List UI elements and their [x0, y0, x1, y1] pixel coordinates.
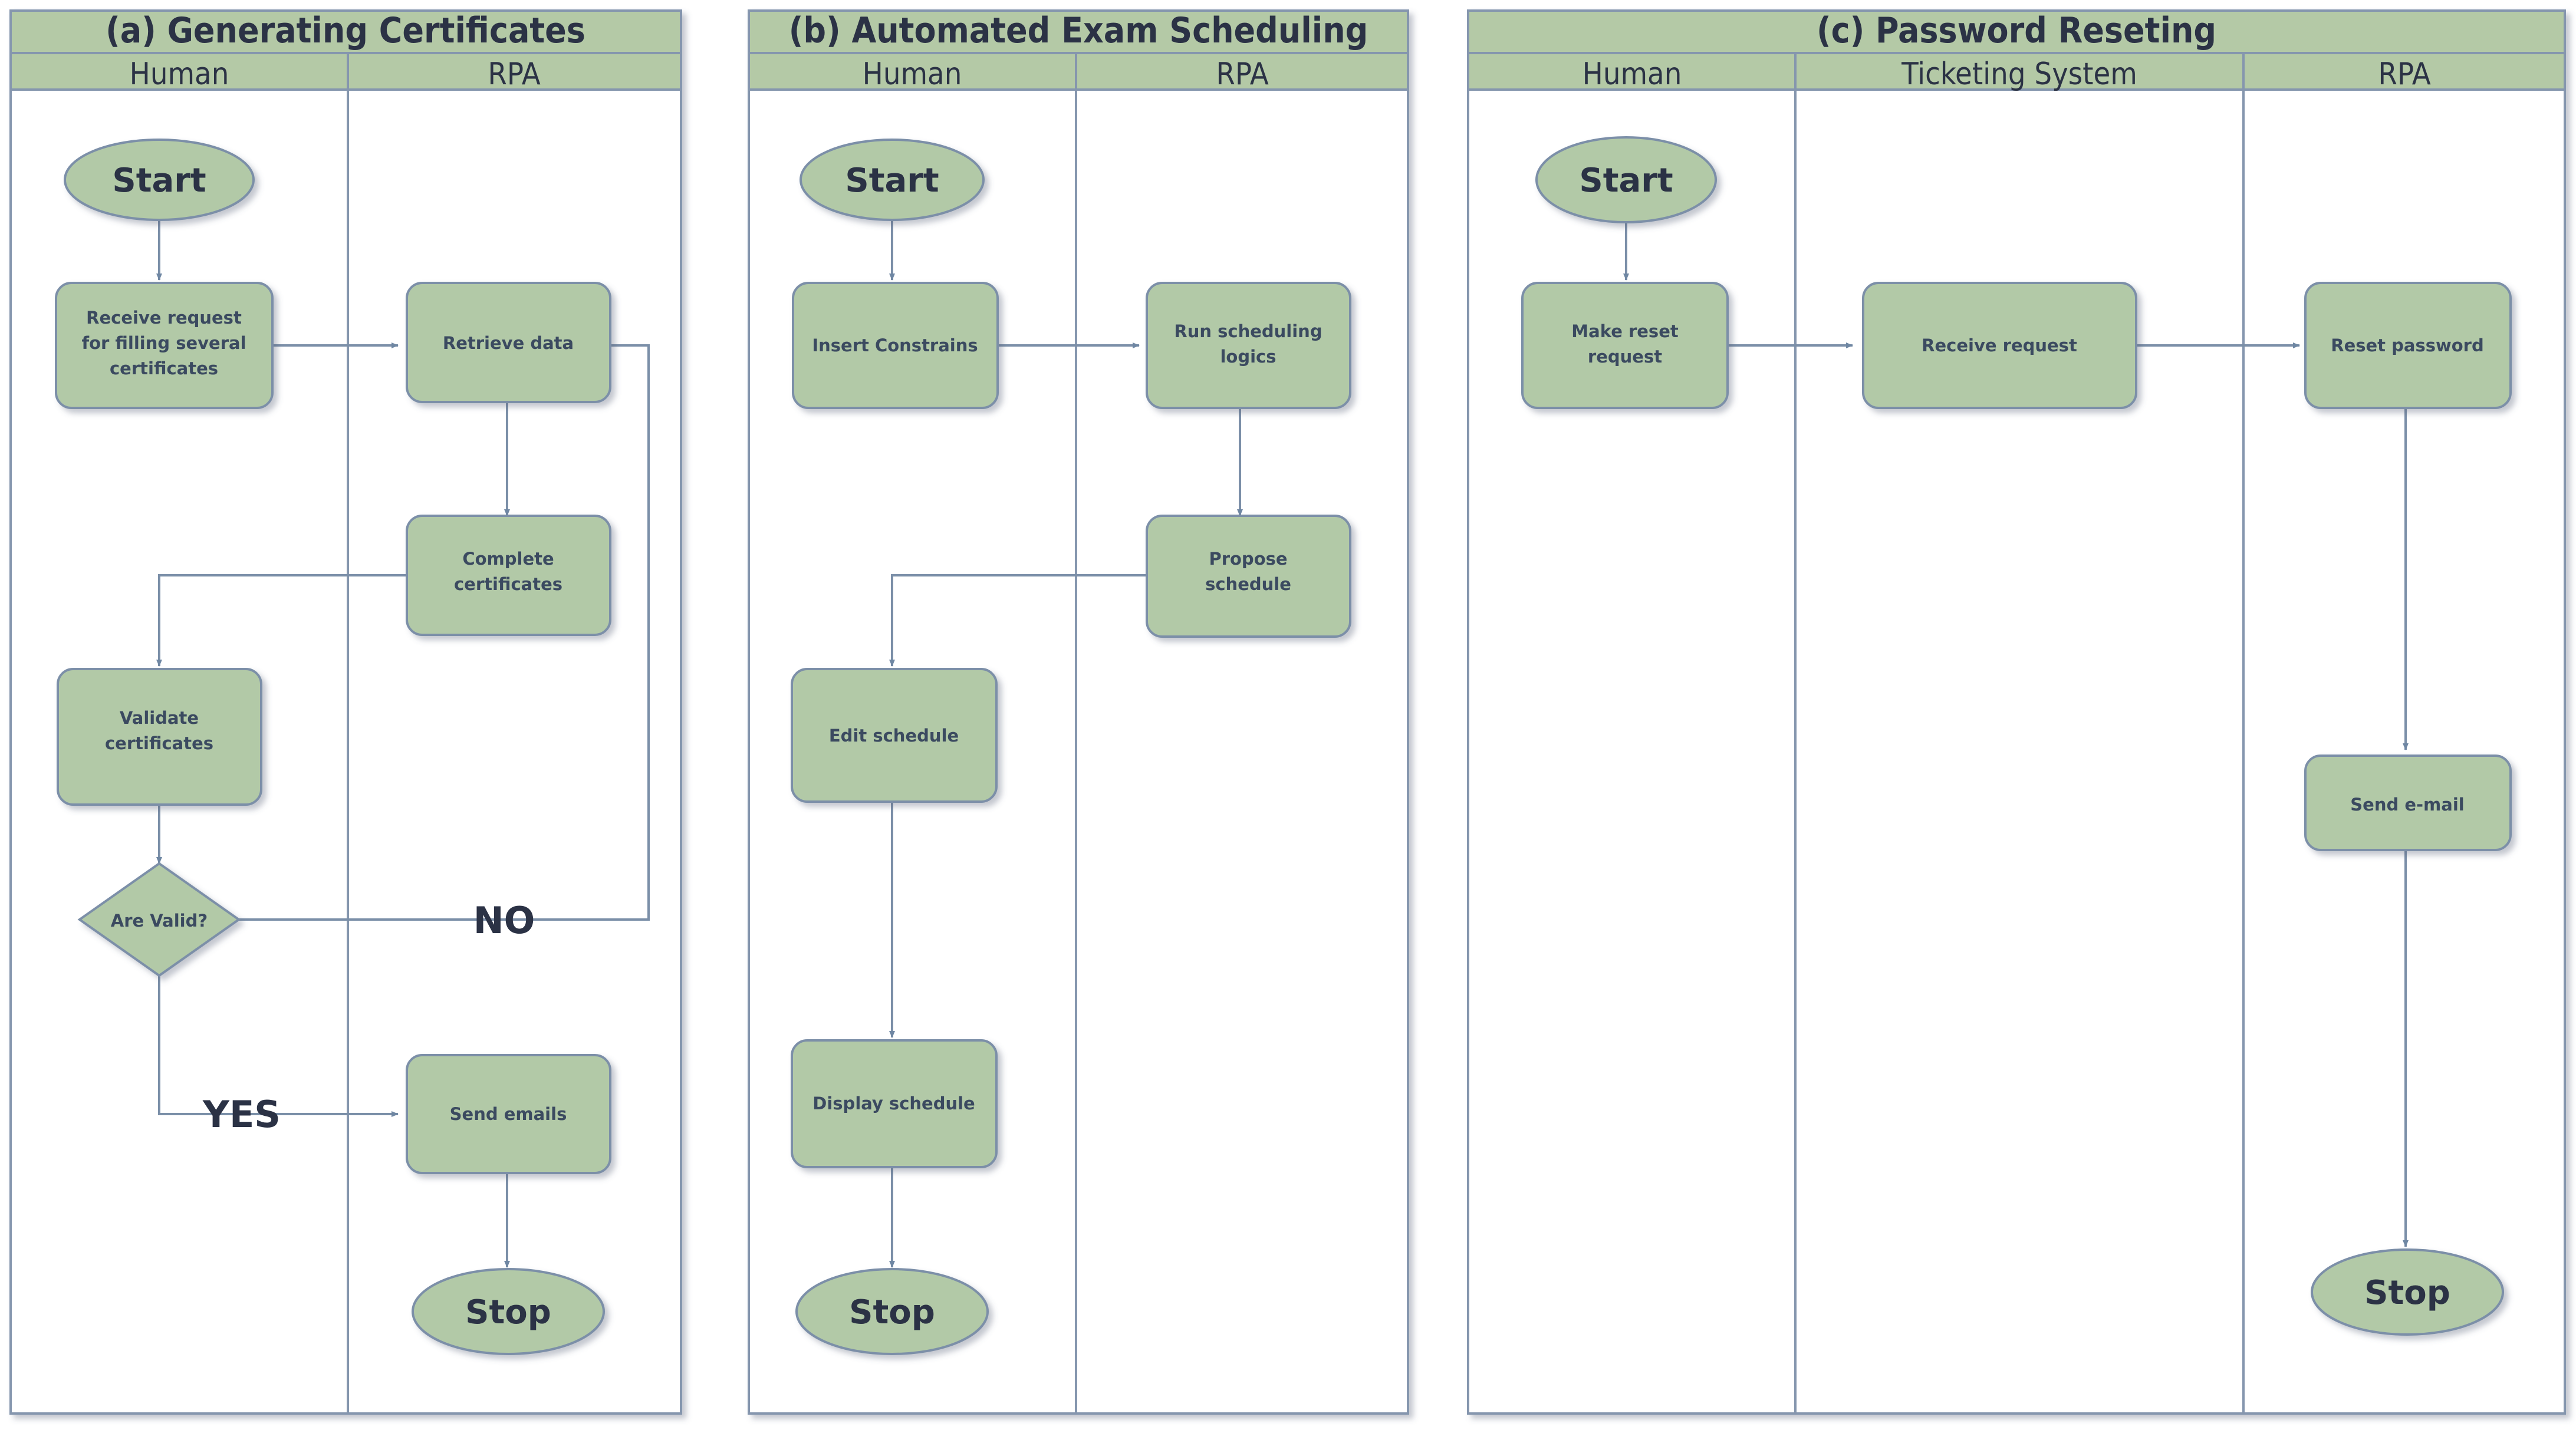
node-b-stop-label: Stop [849, 1293, 935, 1332]
node-b-stop[interactable] [795, 1268, 989, 1355]
node-b-propose[interactable] [1146, 515, 1351, 638]
node-a-receive-line2: for filling several [81, 333, 246, 353]
edge-arevalid-no-retrieve [206, 342, 650, 921]
panel-a-title-band [9, 9, 682, 54]
node-c-make-line2: request [1588, 347, 1662, 367]
node-a-retrieve[interactable] [406, 282, 611, 403]
node-a-validate-line2: certificates [105, 733, 213, 753]
node-b-display[interactable] [791, 1039, 998, 1168]
node-a-stop[interactable] [412, 1268, 605, 1355]
node-c-make[interactable] [1521, 282, 1729, 409]
panel-b-lane-band [748, 52, 1409, 91]
node-b-propose-line1: Propose [1209, 549, 1287, 569]
node-b-display-label: Display schedule [812, 1093, 975, 1113]
panel-c-title: (c) Password Reseting [1817, 10, 2216, 51]
node-c-make-line1: Make reset [1571, 321, 1679, 341]
node-b-insert-label: Insert Constrains [812, 335, 978, 355]
node-b-insert[interactable] [792, 282, 999, 409]
node-b-propose-line2: schedule [1205, 574, 1291, 594]
panel-b-lane-rpa-label: RPA [1216, 57, 1268, 92]
node-b-run-line2: logics [1220, 347, 1276, 367]
panel-b-lane-human-label: Human [863, 57, 962, 92]
node-b-edit[interactable] [791, 668, 998, 803]
panel-a-nodes: Start Receive request for filling severa… [55, 139, 611, 1355]
edge-arevalid-yes-sendemails [158, 976, 399, 1117]
node-a-complete-line1: Complete [462, 549, 554, 569]
panel-c-nodes: Start Make reset request Receive request… [1521, 136, 2512, 1336]
node-b-start[interactable] [800, 139, 985, 221]
node-a-arevalid-label: Are Valid? [111, 911, 208, 931]
panel-a-lane-band [9, 52, 682, 91]
node-a-sendemails[interactable] [406, 1054, 611, 1174]
node-c-stop[interactable] [2311, 1248, 2504, 1336]
node-b-run-line1: Run scheduling [1174, 321, 1322, 341]
edge-complete-validate [156, 574, 407, 667]
panel-a-lane-rpa-label: RPA [488, 57, 540, 92]
node-c-start[interactable] [1535, 136, 1717, 223]
node-c-send-label: Send e-mail [2350, 795, 2464, 815]
edge-label-yes: YES [202, 1093, 281, 1136]
panel-a-edges [156, 218, 650, 1268]
panel-b-title: (b) Automated Exam Scheduling [789, 10, 1368, 51]
node-a-start-label: Start [112, 162, 206, 200]
panel-a-lane-human-label: Human [130, 57, 229, 92]
panel-a: (a) Generating Certificates Human RPA St… [9, 9, 682, 1415]
node-c-reset-label: Reset password [2331, 335, 2484, 355]
edge-label-no: NO [473, 899, 535, 942]
edge-b-propose-edit [889, 574, 1147, 667]
panel-c-lane-rpa-label: RPA [2378, 57, 2430, 92]
node-a-receive-line1: Receive request [86, 308, 242, 328]
node-a-receive[interactable] [55, 282, 274, 409]
node-a-retrieve-label: Retrieve data [443, 333, 574, 353]
panel-c-frame [1467, 9, 2566, 1415]
panel-b: (b) Automated Exam Scheduling Human RPA … [748, 9, 1409, 1415]
node-a-validate[interactable] [57, 668, 262, 806]
panel-c-edges [1623, 218, 2409, 1247]
panel-b-edges [889, 218, 1243, 1268]
node-c-receive-label: Receive request [1922, 335, 2077, 355]
node-b-start-label: Start [845, 162, 939, 200]
node-c-send[interactable] [2304, 754, 2512, 851]
panel-b-nodes: Start Insert Constrains Run scheduling l… [791, 139, 1351, 1355]
panel-c-lane-band [1467, 52, 2566, 91]
node-a-start[interactable] [64, 139, 255, 221]
node-a-validate-line1: Validate [120, 708, 199, 728]
node-c-receive[interactable] [1862, 282, 2137, 409]
node-c-stop-label: Stop [2364, 1274, 2450, 1312]
panel-a-title: (a) Generating Certificates [106, 10, 585, 51]
panel-c-lane-ticketing-label: Ticketing System [1901, 57, 2137, 92]
node-a-receive-line3: certificates [110, 358, 218, 378]
node-c-reset[interactable] [2304, 282, 2512, 409]
node-b-run[interactable] [1146, 282, 1351, 409]
panel-c-lane-human-label: Human [1583, 57, 1682, 92]
node-b-edit-label: Edit schedule [829, 726, 959, 746]
node-a-complete-line2: certificates [454, 574, 562, 594]
node-a-sendemails-label: Send emails [450, 1104, 567, 1124]
node-a-arevalid[interactable] [77, 862, 241, 977]
panel-c: (c) Password Reseting Human Ticketing Sy… [1467, 9, 2566, 1415]
node-c-start-label: Start [1579, 162, 1673, 200]
node-a-stop-label: Stop [465, 1293, 551, 1332]
panel-b-title-band [748, 9, 1409, 54]
node-a-complete[interactable] [406, 515, 611, 636]
